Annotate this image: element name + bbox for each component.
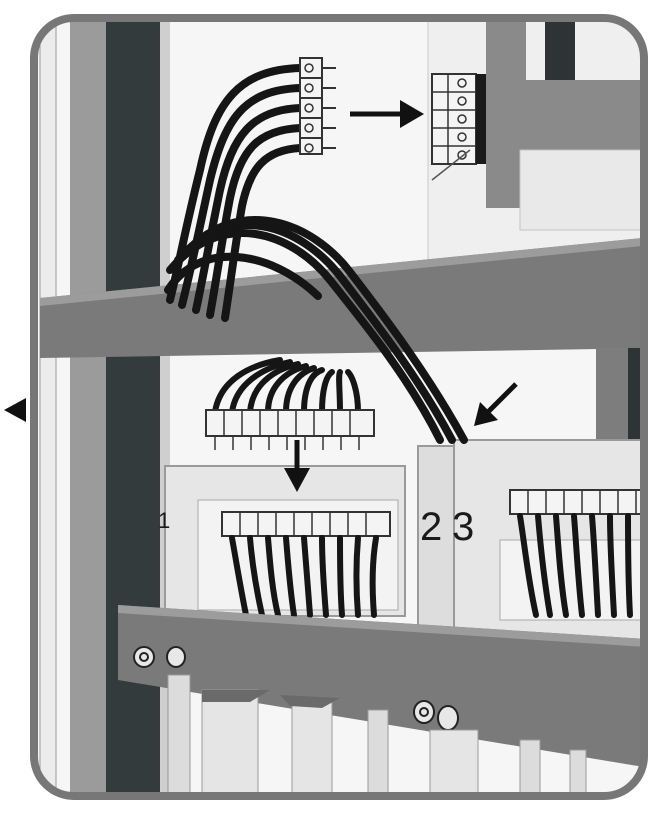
- lower-cable-bundle: [212, 357, 361, 415]
- direction-arrows: [284, 100, 518, 492]
- left-frame-posts: [39, 18, 170, 796]
- diagram-frame: [30, 14, 648, 800]
- arrow-left: [4, 398, 26, 422]
- loose-connector-block: [299, 57, 336, 155]
- panel-number-1: 1: [158, 508, 170, 533]
- panel-number-2: 2: [420, 505, 442, 549]
- panel-1-connector-row: [221, 511, 391, 537]
- beam-bolts: [133, 646, 459, 731]
- lower-supports: [167, 674, 587, 796]
- panel-3-connector-row: [509, 489, 644, 515]
- panel-number-3: 3: [452, 505, 474, 549]
- mounted-connector-block: [431, 73, 486, 181]
- upper-cable-bundle: [164, 64, 468, 444]
- panel-1-cables: [229, 535, 379, 618]
- lower-beam: [118, 605, 644, 770]
- arrow-right: [350, 100, 424, 128]
- module-panel-1: 1: [158, 465, 406, 617]
- arrow-down: [284, 440, 310, 492]
- lower-loose-connector-row: [205, 409, 375, 450]
- arrow-diagonal: [474, 382, 518, 426]
- panel-3-cables: [517, 513, 644, 618]
